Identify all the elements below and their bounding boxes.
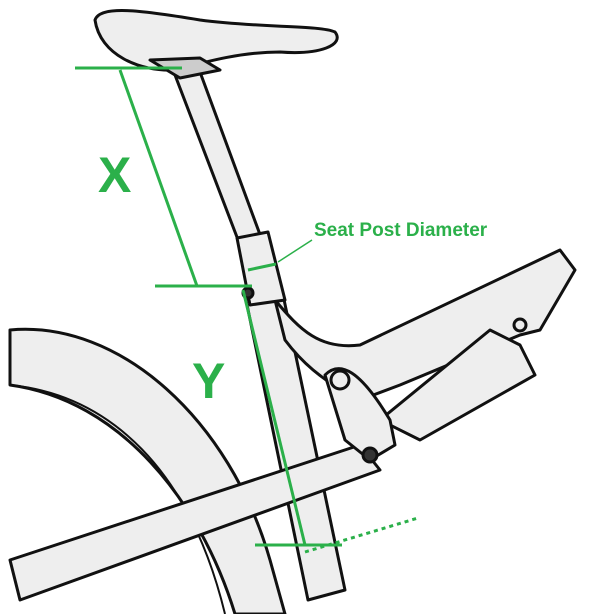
rocker-link (323, 367, 397, 462)
x-label: X (98, 147, 132, 203)
y-measure-line (241, 289, 307, 546)
seat-stay (8, 443, 382, 602)
bb-dotted-line (304, 516, 419, 554)
top-tube (273, 248, 577, 402)
rear-wheel (8, 327, 287, 614)
rear-shock (378, 328, 537, 442)
diameter-leader (277, 239, 313, 263)
x-measure-line (118, 69, 199, 287)
saddle (93, 9, 339, 72)
seatpost (173, 70, 264, 247)
seat-post-diameter-label: Seat Post Diameter (314, 220, 488, 241)
diameter-line (247, 262, 277, 272)
tire-inner (9, 384, 226, 614)
y-label: Y (192, 353, 226, 409)
